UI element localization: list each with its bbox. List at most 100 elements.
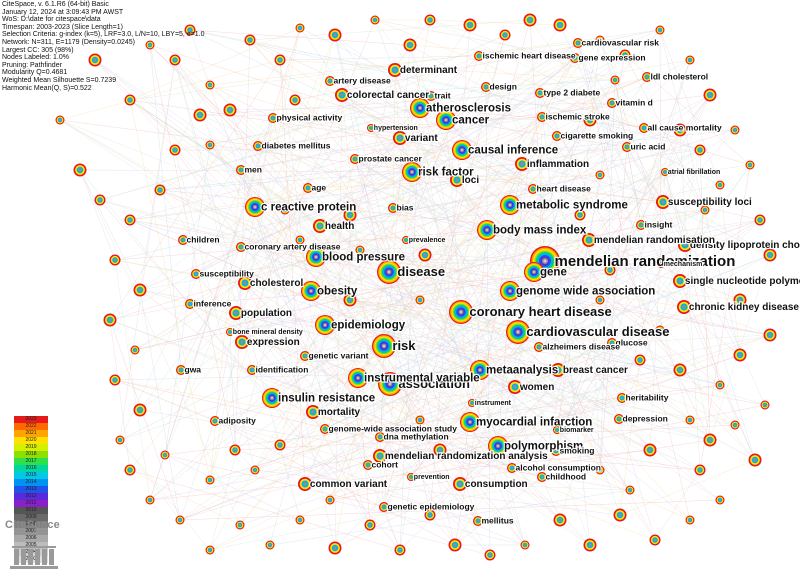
- keyword-node[interactable]: [515, 157, 529, 171]
- keyword-node[interactable]: [634, 354, 646, 366]
- keyword-node[interactable]: [436, 110, 456, 130]
- keyword-node[interactable]: [244, 34, 256, 46]
- keyword-node[interactable]: [394, 544, 406, 556]
- keyword-node[interactable]: [433, 443, 447, 457]
- keyword-node[interactable]: [262, 388, 282, 408]
- keyword-node[interactable]: [655, 25, 665, 35]
- keyword-node[interactable]: [607, 98, 617, 108]
- keyword-node[interactable]: [745, 160, 755, 170]
- keyword-node[interactable]: [524, 262, 544, 282]
- keyword-node[interactable]: [250, 465, 260, 475]
- keyword-node[interactable]: [715, 495, 725, 505]
- keyword-node[interactable]: [245, 197, 265, 217]
- keyword-node[interactable]: [733, 293, 747, 307]
- keyword-node[interactable]: [306, 247, 326, 267]
- keyword-node[interactable]: [303, 183, 313, 193]
- keyword-node[interactable]: [453, 477, 467, 491]
- keyword-node[interactable]: [415, 415, 425, 425]
- keyword-node[interactable]: [193, 108, 207, 122]
- keyword-node[interactable]: [343, 208, 357, 222]
- keyword-node[interactable]: [313, 219, 327, 233]
- keyword-node[interactable]: [205, 80, 215, 90]
- keyword-node[interactable]: [507, 463, 517, 473]
- keyword-node[interactable]: [229, 306, 243, 320]
- keyword-node[interactable]: [145, 40, 155, 50]
- keyword-node[interactable]: [733, 348, 747, 362]
- keyword-node[interactable]: [378, 372, 402, 396]
- keyword-node[interactable]: [574, 209, 586, 221]
- keyword-node[interactable]: [460, 412, 480, 432]
- keyword-node[interactable]: [583, 538, 597, 552]
- keyword-node[interactable]: [468, 399, 476, 407]
- keyword-node[interactable]: [364, 519, 376, 531]
- keyword-node[interactable]: [265, 540, 275, 550]
- keyword-node[interactable]: [748, 453, 762, 467]
- keyword-node[interactable]: [499, 29, 511, 41]
- keyword-node[interactable]: [685, 55, 695, 65]
- keyword-node[interactable]: [315, 315, 335, 335]
- keyword-node[interactable]: [607, 338, 617, 348]
- keyword-node[interactable]: [223, 103, 237, 117]
- keyword-node[interactable]: [595, 170, 605, 180]
- keyword-node[interactable]: [582, 233, 596, 247]
- keyword-node[interactable]: [103, 313, 117, 327]
- keyword-node[interactable]: [614, 414, 624, 424]
- keyword-node[interactable]: [343, 293, 357, 307]
- keyword-node[interactable]: [388, 203, 398, 213]
- keyword-node[interactable]: [537, 472, 547, 482]
- keyword-node[interactable]: [176, 365, 186, 375]
- keyword-node[interactable]: [55, 115, 65, 125]
- keyword-node[interactable]: [520, 540, 530, 550]
- keyword-node[interactable]: [730, 420, 740, 430]
- keyword-node[interactable]: [295, 515, 305, 525]
- keyword-node[interactable]: [537, 112, 547, 122]
- keyword-node[interactable]: [130, 345, 140, 355]
- keyword-node[interactable]: [109, 254, 121, 266]
- keyword-node[interactable]: [210, 416, 220, 426]
- keyword-node[interactable]: [367, 124, 375, 132]
- keyword-node[interactable]: [301, 281, 321, 301]
- keyword-node[interactable]: [295, 235, 305, 245]
- keyword-node[interactable]: [178, 235, 188, 245]
- keyword-node[interactable]: [763, 328, 777, 342]
- keyword-node[interactable]: [335, 88, 349, 102]
- keyword-node[interactable]: [426, 91, 436, 101]
- keyword-node[interactable]: [463, 18, 477, 32]
- keyword-node[interactable]: [379, 502, 389, 512]
- keyword-node[interactable]: [184, 24, 196, 36]
- keyword-node[interactable]: [124, 94, 136, 106]
- keyword-node[interactable]: [763, 248, 777, 262]
- keyword-node[interactable]: [685, 415, 695, 425]
- keyword-node[interactable]: [673, 123, 687, 137]
- keyword-node[interactable]: [500, 195, 520, 215]
- keyword-node[interactable]: [694, 144, 706, 156]
- keyword-node[interactable]: [109, 374, 121, 386]
- keyword-node[interactable]: [175, 515, 185, 525]
- keyword-node[interactable]: [760, 400, 770, 410]
- keyword-node[interactable]: [348, 368, 368, 388]
- keyword-node[interactable]: [274, 54, 286, 66]
- keyword-node[interactable]: [375, 432, 385, 442]
- keyword-node[interactable]: [534, 342, 544, 352]
- keyword-node[interactable]: [617, 393, 627, 403]
- keyword-node[interactable]: [625, 485, 635, 495]
- keyword-node[interactable]: [298, 477, 312, 491]
- keyword-node[interactable]: [553, 426, 561, 434]
- keyword-node[interactable]: [393, 131, 407, 145]
- keyword-node[interactable]: [553, 18, 567, 32]
- keyword-node[interactable]: [169, 54, 181, 66]
- keyword-node[interactable]: [685, 515, 695, 525]
- keyword-node[interactable]: [124, 214, 136, 226]
- keyword-node[interactable]: [488, 436, 508, 456]
- keyword-node[interactable]: [205, 475, 215, 485]
- keyword-node[interactable]: [449, 300, 473, 324]
- keyword-node[interactable]: [642, 72, 652, 82]
- keyword-node[interactable]: [570, 53, 580, 63]
- keyword-node[interactable]: [238, 276, 252, 290]
- keyword-node[interactable]: [661, 168, 669, 176]
- keyword-node[interactable]: [552, 131, 562, 141]
- keyword-node[interactable]: [673, 363, 687, 377]
- keyword-node[interactable]: [528, 184, 538, 194]
- keyword-node[interactable]: [363, 460, 373, 470]
- keyword-node[interactable]: [622, 142, 632, 152]
